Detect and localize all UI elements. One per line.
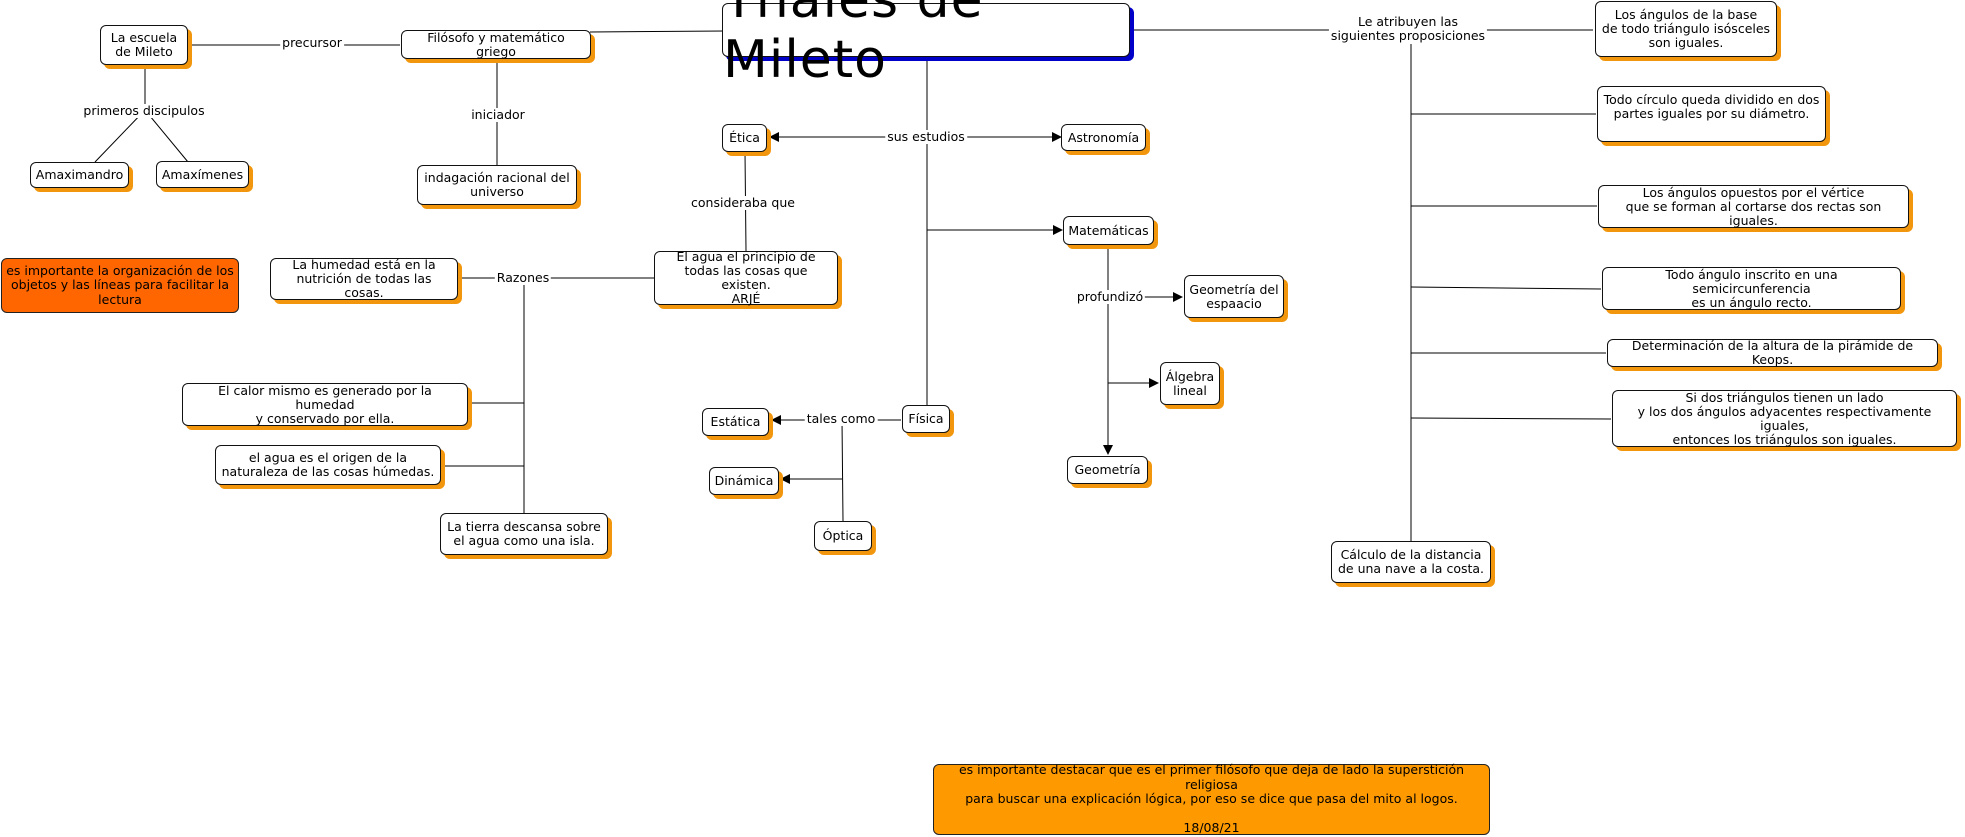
node-indagacion-racional: indagación racional del universo	[417, 165, 577, 205]
node-algebra-lineal: Álgebra lineal	[1160, 362, 1220, 405]
label-precursor: precursor	[280, 35, 344, 50]
label-primeros-discipulos: primeros discipulos	[81, 103, 207, 118]
node-dinamica: Dinámica	[709, 467, 779, 495]
main-title: Thales de Mileto	[722, 0, 1130, 90]
node-proposicion-keops: Determinación de la altura de la pirámid…	[1607, 339, 1938, 367]
label-iniciador: iniciador	[469, 107, 527, 122]
node-agua-origen: el agua es el origen de la naturaleza de…	[215, 445, 441, 485]
note-destacar-filosofo: es importante destacar que es el primer …	[933, 763, 1490, 835]
node-agua-principio: El agua el principio de todas las cosas …	[654, 250, 838, 306]
node-matematicas: Matemáticas	[1063, 216, 1154, 245]
node-geometria: Geometría	[1067, 456, 1148, 484]
node-geometria-espacio: Geometría del espaacio	[1184, 275, 1284, 318]
node-optica: Óptica	[814, 521, 872, 551]
node-proposicion-circulo: Todo círculo queda dividido en dos parte…	[1597, 86, 1826, 142]
node-escuela-mileto: La escuela de Mileto	[100, 25, 188, 65]
label-profundizo: profundizó	[1074, 289, 1146, 304]
note-organizacion: es importante la organización de los obj…	[1, 258, 239, 313]
node-amaximenes: Amaxímenes	[156, 161, 249, 188]
node-astronomia: Astronomía	[1061, 124, 1146, 151]
label-sus-estudios: sus estudios	[885, 129, 967, 144]
node-proposicion-isosceles: Los ángulos de la base de todo triángulo…	[1595, 1, 1777, 57]
node-proposicion-triangulos: Si dos triángulos tienen un lado y los d…	[1612, 390, 1957, 447]
node-humedad-nutricion: La humedad está en la nutrición de todas…	[270, 258, 458, 300]
node-proposicion-semicircunferencia: Todo ángulo inscrito en una semicircunfe…	[1602, 267, 1901, 310]
label-consideraba-que: consideraba que	[689, 195, 797, 210]
node-etica: Ética	[722, 124, 767, 152]
node-estatica: Estática	[702, 408, 769, 436]
node-calor-humedad: El calor mismo es generado por la humeda…	[182, 383, 468, 426]
node-proposicion-vertice: Los ángulos opuestos por el vértice que …	[1598, 185, 1909, 228]
node-fisica: Física	[902, 405, 950, 433]
node-amaximandro: Amaximandro	[30, 162, 129, 188]
label-tales-como: tales como	[804, 411, 878, 426]
label-razones: Razones	[494, 270, 552, 285]
node-calculo-distancia: Cálculo de la distancia de una nave a la…	[1331, 541, 1491, 583]
node-tierra-descansa: La tierra descansa sobre el agua como un…	[440, 513, 608, 555]
node-filosofo-matematico: Filósofo y matemático griego	[401, 30, 591, 59]
label-le-atribuyen: Le atribuyen las siguientes proposicione…	[1328, 14, 1488, 43]
